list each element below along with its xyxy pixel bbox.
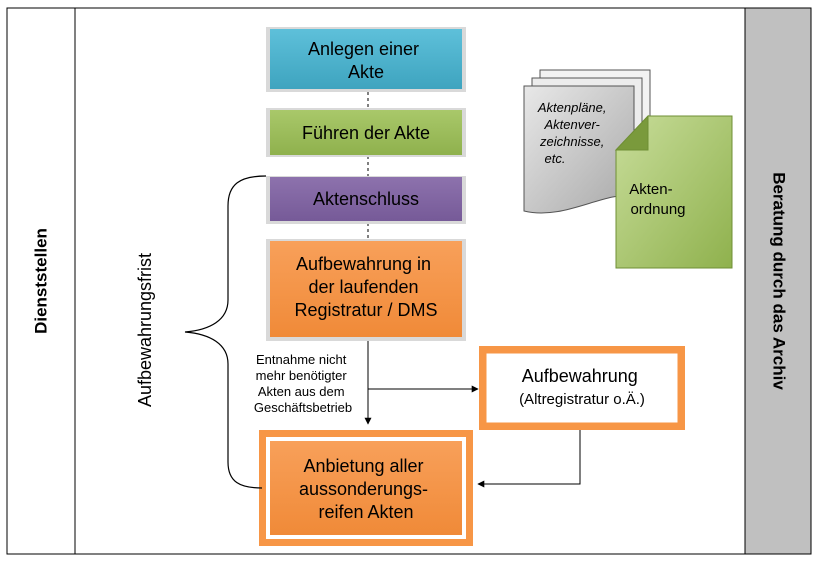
lane-label-archiv: Beratung durch das Archiv <box>770 172 789 390</box>
doc-front-line1: Akten- <box>629 181 672 198</box>
step-anlegen: Anlegen einer Akte <box>266 27 466 92</box>
svg-text:Entnahme nicht mehr benöti: Entnahme nicht mehr benötigter Akten aus… <box>254 352 352 415</box>
step-laufend-line1: Aufbewahrung in <box>296 254 431 274</box>
doc-front-line2: ordnung <box>630 201 685 218</box>
step-alt-line2: (Altregistratur o.Ä.) <box>519 391 645 408</box>
arrow-alt-to-anbietung <box>477 430 581 488</box>
step-aktenschluss-label: Aktenschluss <box>313 189 419 209</box>
svg-text:Aufbewahrung (Altregistr: Aufbewahrung (Altregistratur o.Ä.) <box>519 366 645 408</box>
step-anbietung-line2: aussonderungs- <box>299 479 428 499</box>
step-alt-line1: Aufbewahrung <box>522 366 638 386</box>
entnahme-line1: Entnahme nicht <box>256 352 347 367</box>
retention-brace <box>184 175 267 489</box>
step-anlegen-line2: Akte <box>348 62 384 82</box>
doc-stack-line1: Aktenpläne, <box>537 100 607 115</box>
svg-text:Aktenpläne, Aktenver-: Aktenpläne, Aktenver- zeichnisse, etc. <box>537 100 610 166</box>
svg-text:Akten- ordnung: Akten- ordnung <box>629 181 685 218</box>
doc-stack-line4: etc. <box>545 151 566 166</box>
entnahme-line4: Geschäftsbetrieb <box>254 400 352 415</box>
aktenordnung-document-icon: Akten- ordnung <box>614 114 733 269</box>
lane-label-dienststellen: Dienststellen <box>31 228 50 334</box>
entnahme-line2: mehr benötigter <box>256 368 348 383</box>
doc-stack-line2: Aktenver- <box>543 117 600 132</box>
step-fuehren: Führen der Akte <box>266 108 466 157</box>
step-anbietung: Anbietung aller aussonderungs- reifen Ak… <box>259 430 473 546</box>
step-anbietung-line3: reifen Akten <box>318 502 413 522</box>
entnahme-line3: Akten aus dem <box>258 384 345 399</box>
step-laufend-line3: Registratur / DMS <box>294 300 437 320</box>
step-laufend-line2: der laufenden <box>308 277 418 297</box>
doc-stack-line3: zeichnisse, <box>539 134 604 149</box>
step-aufbewahrung-alt: Aufbewahrung (Altregistratur o.Ä.) <box>479 346 685 430</box>
step-anlegen-line1: Anlegen einer <box>308 39 419 59</box>
step-fuehren-label: Führen der Akte <box>302 123 430 143</box>
svg-text:Anbietung aller aussonde: Anbietung aller aussonderungs- reifen Ak… <box>299 456 433 522</box>
right-lane-archiv <box>744 7 812 555</box>
svg-text:Anlegen einer Akte: Anlegen einer Akte <box>308 39 424 82</box>
step-aktenschluss: Aktenschluss <box>266 176 466 224</box>
retention-label: Aufbewahrungsfrist <box>135 253 155 407</box>
svg-text:Aufbewahrung in der lauf: Aufbewahrung in der laufenden Registratu… <box>294 254 437 320</box>
step-aufbewahrung-laufend: Aufbewahrung in der laufenden Registratu… <box>266 239 466 341</box>
step-anbietung-line1: Anbietung aller <box>303 456 423 476</box>
